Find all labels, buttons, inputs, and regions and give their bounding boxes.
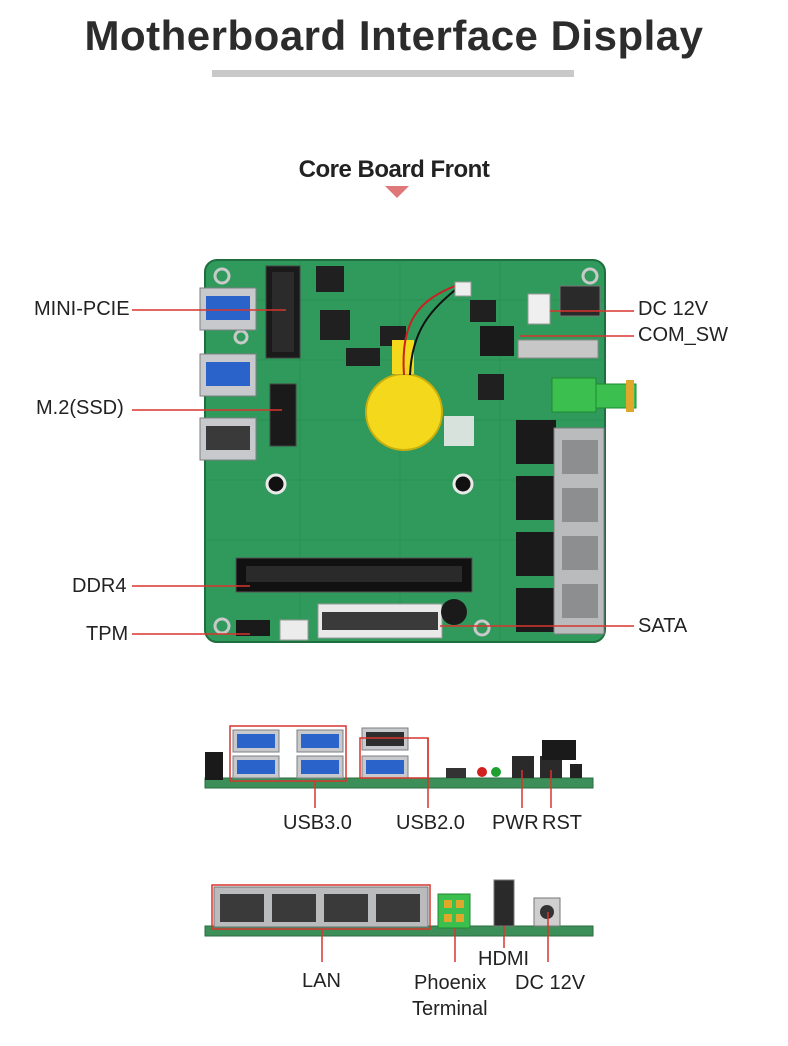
down-arrow-icon	[385, 186, 409, 198]
label-rst: RST	[542, 812, 582, 834]
label-dc12v-rear: DC 12V	[515, 972, 586, 994]
rear-io-callouts	[211, 884, 549, 962]
rear-io-strip	[204, 879, 594, 937]
lan-ports-side	[516, 420, 605, 635]
label-dc12v-top: DC 12V	[638, 298, 709, 320]
label-tpm: TPM	[86, 623, 129, 645]
motherboard-front	[199, 259, 637, 643]
label-ddr4: DDR4	[72, 575, 127, 597]
front-io-callouts	[229, 725, 552, 808]
label-sata: SATA	[638, 615, 688, 637]
usb-ports-left	[199, 287, 257, 461]
page-title: Motherboard Interface Display	[84, 12, 704, 59]
label-pwr: PWR	[492, 812, 539, 834]
label-com-sw: COM_SW	[638, 324, 728, 346]
label-terminal: Terminal	[412, 998, 488, 1020]
title-underline	[212, 70, 574, 77]
label-usb20: USB2.0	[396, 812, 465, 834]
front-io-strip	[204, 727, 594, 789]
label-phoenix: Phoenix	[414, 972, 487, 994]
label-usb30: USB3.0	[283, 812, 352, 834]
section-subtitle: Core Board Front	[298, 156, 490, 183]
label-m2-ssd: M.2(SSD)	[36, 397, 124, 419]
label-hdmi: HDMI	[478, 948, 530, 970]
ddr4-slot	[235, 557, 473, 593]
label-lan: LAN	[302, 970, 341, 992]
label-mini-pcie: MINI-PCIE	[34, 298, 130, 320]
cmos-battery	[365, 285, 461, 451]
callout-lines	[132, 309, 634, 635]
